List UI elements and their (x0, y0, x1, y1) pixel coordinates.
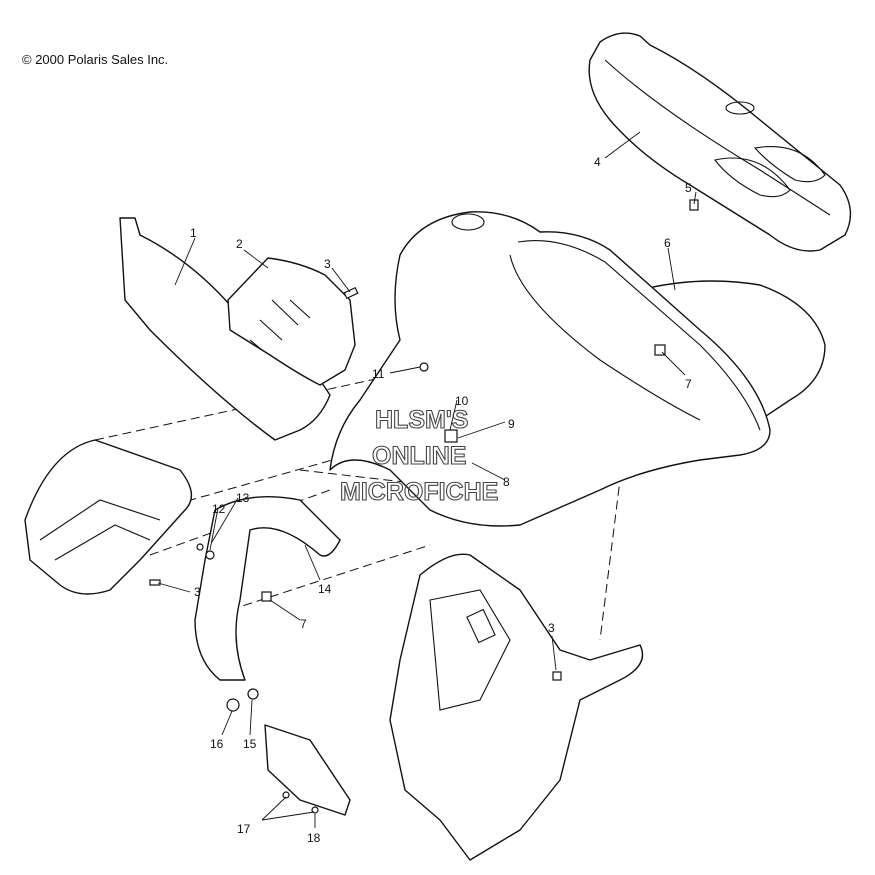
callout-8: 8 (503, 475, 510, 489)
callout-11: 11 (372, 367, 385, 381)
callout-3c: 3 (548, 621, 555, 635)
callout-6: 6 (664, 236, 671, 250)
callout-10: 10 (455, 394, 469, 408)
leader-lines (157, 131, 697, 828)
callout-3b: 3 (194, 585, 201, 599)
mud-flap (194, 496, 341, 681)
callout-2: 2 (236, 237, 243, 251)
callout-7: 7 (685, 377, 692, 391)
callout-3: 3 (324, 257, 331, 271)
side-grille-panel (227, 257, 356, 386)
callout-12: 12 (212, 502, 226, 516)
callout-18: 18 (307, 831, 321, 845)
watermark-line-3: MICROFICHE (340, 478, 498, 506)
callout-1: 1 (190, 226, 197, 240)
callout-labels: 1 2 3 4 5 6 7 3 7 9 10 8 11 12 13 14 3 1… (190, 155, 692, 845)
copyright-notice: © 2000 Polaris Sales Inc. (22, 52, 169, 67)
callout-17: 17 (237, 822, 251, 836)
callout-5: 5 (685, 181, 692, 195)
rear-fender-body (329, 211, 771, 527)
callout-4: 4 (594, 155, 601, 169)
seat (588, 32, 852, 252)
callout-14: 14 (318, 582, 332, 596)
callout-13: 13 (236, 491, 250, 505)
side-panel-left (119, 217, 331, 441)
footwell (24, 439, 193, 595)
callout-9: 9 (508, 417, 515, 431)
frame (389, 553, 644, 861)
callout-7b: 7 (300, 617, 307, 631)
callout-16: 16 (210, 737, 224, 751)
hardware (149, 199, 699, 814)
watermark: HLSM'S ONLINE MICROFICHE (339, 405, 498, 506)
watermark-line-2: ONLINE (372, 442, 466, 470)
heat-shield (264, 724, 351, 816)
watermark-line-1: HLSM'S (375, 406, 468, 434)
callout-15: 15 (243, 737, 257, 751)
